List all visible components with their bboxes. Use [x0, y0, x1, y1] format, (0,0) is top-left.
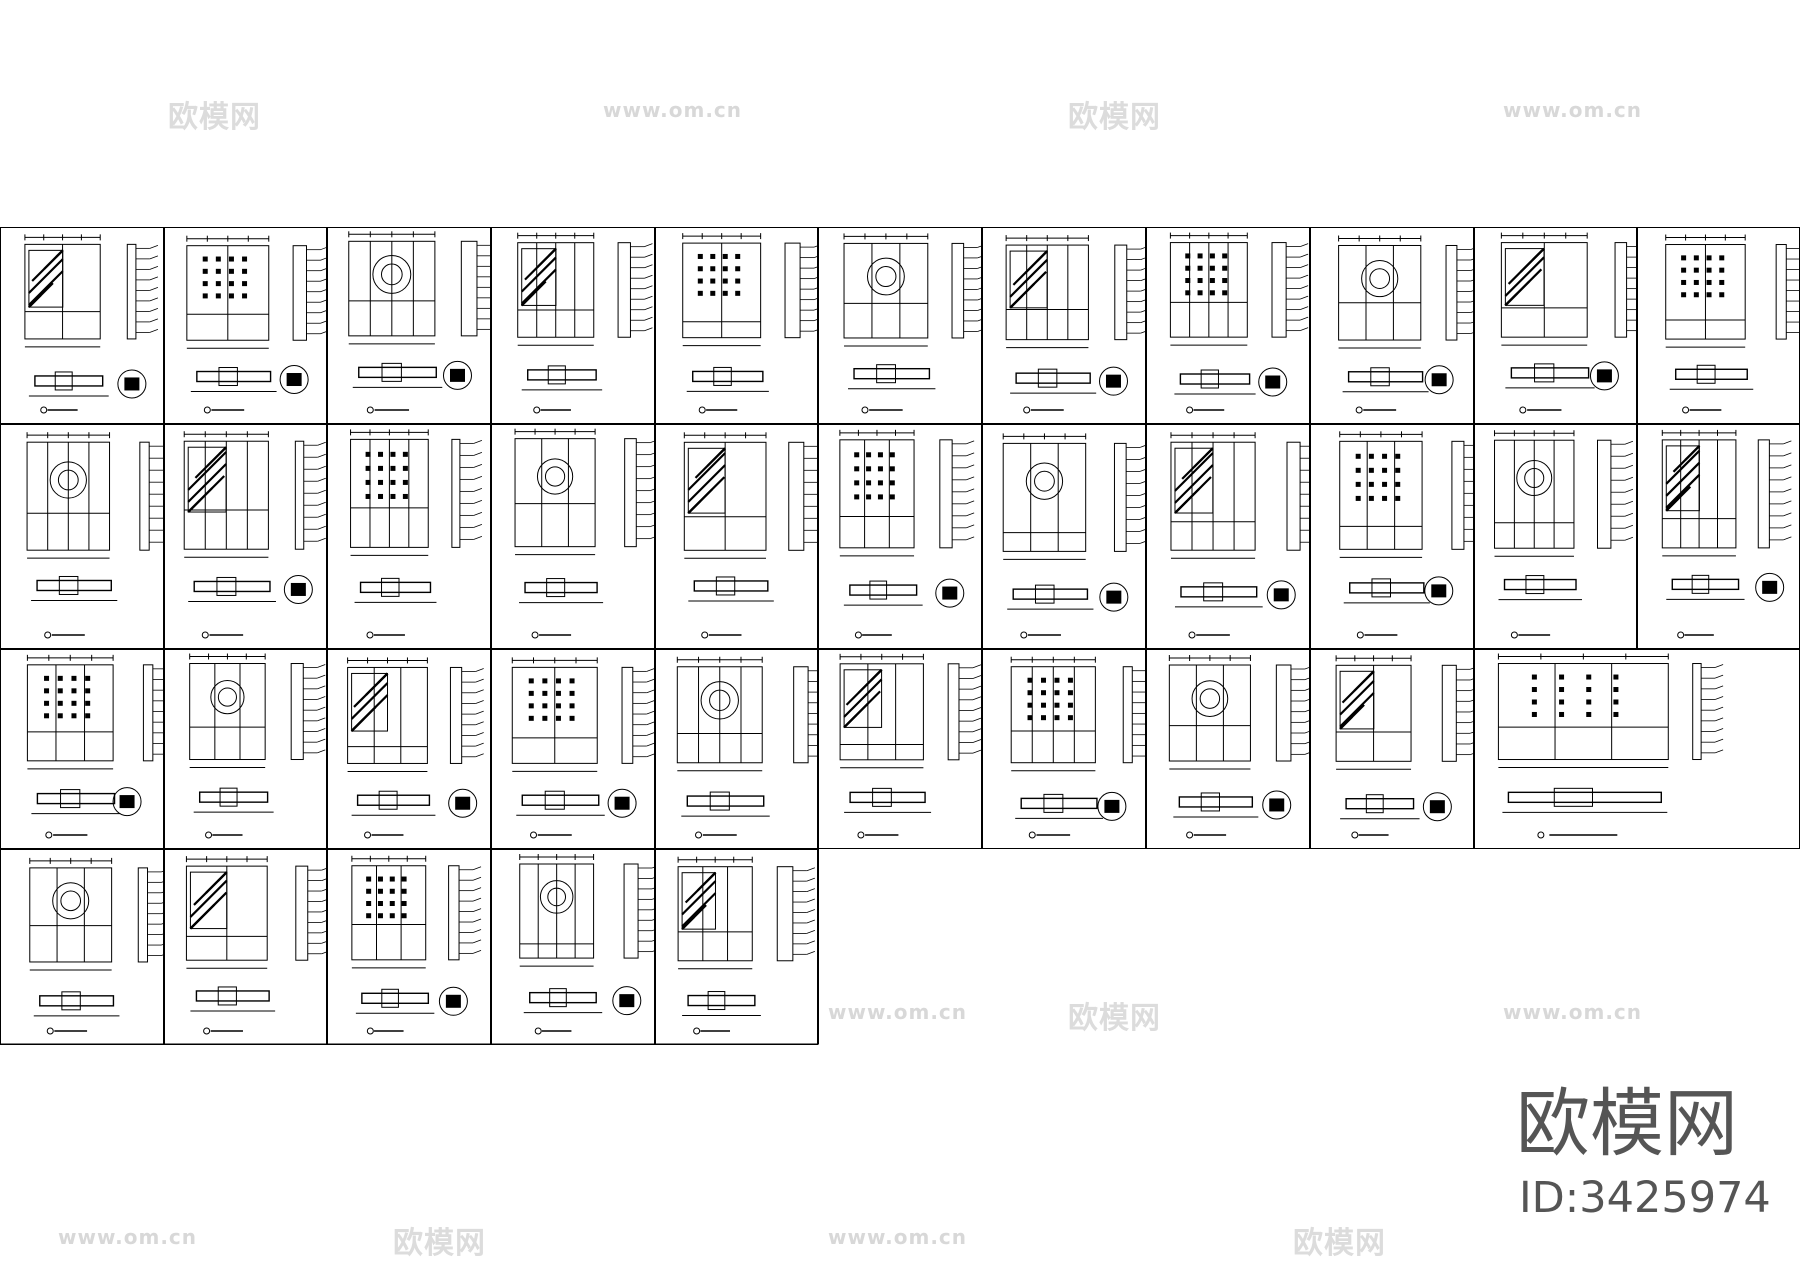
cad-drawing-sheet [0, 849, 164, 1045]
watermark-url-text: www.om.cn [58, 1225, 198, 1249]
brand-logo-text: 欧模网 [1516, 1081, 1738, 1167]
cad-drawing-sheet [164, 424, 327, 649]
cad-drawing-sheet [1474, 649, 1800, 849]
watermark-logo-text: 欧模网 [1293, 1226, 1386, 1261]
cad-drawing-sheet [491, 849, 655, 1045]
cad-drawing-sheet [0, 424, 164, 649]
cad-drawing-sheet [818, 227, 982, 424]
cad-drawing-sheet [655, 227, 818, 424]
cad-drawing-sheet [1474, 424, 1637, 649]
cad-drawing-sheet [327, 649, 491, 849]
cad-drawing-sheet [818, 424, 982, 649]
cad-drawing-sheet [164, 227, 327, 424]
cad-drawing-sheet [655, 649, 818, 849]
cad-drawing-sheet [655, 424, 818, 649]
drawing-sheet-frame [0, 227, 1800, 1045]
model-id-label: ID:3425974 [1519, 1173, 1771, 1223]
cad-drawing-sheet [982, 424, 1146, 649]
cad-drawing-sheet [1146, 424, 1310, 649]
cad-drawing-sheet [1146, 649, 1310, 849]
cad-drawing-sheet [164, 849, 327, 1045]
cad-drawing-sheet [491, 424, 655, 649]
cad-drawing-sheet [327, 849, 491, 1045]
watermark-url-text: www.om.cn [828, 1225, 968, 1249]
cad-drawing-sheet [1310, 227, 1474, 424]
cad-drawing-sheet [1310, 424, 1474, 649]
cad-drawing-sheet [1637, 227, 1800, 424]
cad-drawing-sheet [0, 227, 164, 424]
cad-drawing-sheet [655, 849, 818, 1045]
cad-drawing-sheet [0, 649, 164, 849]
cad-drawing-sheet [327, 227, 491, 424]
drawing-sheet-grid [0, 227, 1800, 1045]
cad-drawing-sheet [982, 649, 1146, 849]
cad-drawing-sheet [1637, 424, 1800, 649]
watermark-logo-text: 欧模网 [168, 100, 261, 135]
cad-drawing-sheet [327, 424, 491, 649]
cad-drawing-sheet [1146, 227, 1310, 424]
cad-drawing-sheet [491, 649, 655, 849]
cad-drawing-sheet [491, 227, 655, 424]
watermark-url-text: www.om.cn [603, 98, 743, 122]
watermark-logo-text: 欧模网 [393, 1226, 486, 1261]
watermark-url-text: www.om.cn [1503, 98, 1643, 122]
cad-drawing-sheet [1474, 227, 1637, 424]
cad-drawing-sheet [1310, 649, 1474, 849]
cad-drawing-sheet [818, 649, 982, 849]
cad-drawing-sheet [164, 649, 327, 849]
cad-drawing-sheet [982, 227, 1146, 424]
watermark-logo-text: 欧模网 [1068, 100, 1161, 135]
